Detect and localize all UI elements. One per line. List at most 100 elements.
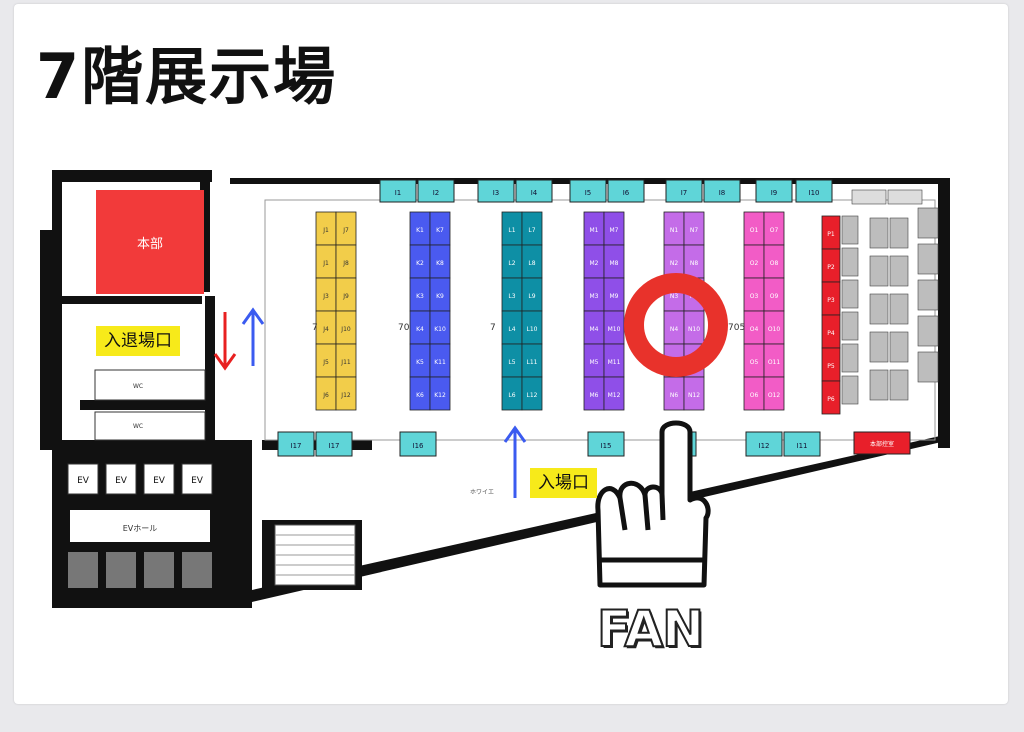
booth bbox=[763, 376, 785, 411]
booth-label: I5 bbox=[585, 189, 592, 197]
booth bbox=[665, 179, 703, 203]
bottom-booth-row: I17I17I16I15I13I12I11 bbox=[277, 431, 821, 457]
booth-label: M3 bbox=[590, 293, 599, 300]
booth-label: M1 bbox=[590, 227, 599, 234]
booth-label: K4 bbox=[416, 326, 424, 333]
booth-label: J9 bbox=[342, 293, 349, 300]
fan-label: FAN bbox=[596, 599, 705, 659]
up-arrow-icon bbox=[503, 425, 527, 498]
control-room-label: 本部控室 bbox=[870, 440, 894, 448]
booth-label: M12 bbox=[608, 392, 621, 399]
ev-hall-label: EVホール bbox=[123, 524, 158, 533]
booth-label: I2 bbox=[433, 189, 440, 197]
booth-label: M6 bbox=[590, 392, 599, 399]
booth-label: I16 bbox=[413, 442, 425, 450]
booth-label: O7 bbox=[770, 227, 779, 234]
booth-label: L1 bbox=[508, 227, 515, 234]
stairs bbox=[274, 524, 356, 586]
booth-label: J1 bbox=[322, 260, 329, 267]
booth-label: K6 bbox=[416, 392, 424, 399]
booth-label: J6 bbox=[322, 392, 329, 399]
booth bbox=[399, 431, 437, 457]
booth-label: N3 bbox=[670, 293, 678, 300]
booth-label: P6 bbox=[827, 396, 835, 403]
pointing-hand-icon bbox=[595, 420, 711, 588]
booth-label: J12 bbox=[340, 392, 351, 399]
booth-label: P3 bbox=[827, 297, 835, 304]
booth-label: M10 bbox=[608, 326, 621, 333]
booth bbox=[603, 376, 625, 411]
booth bbox=[429, 376, 451, 411]
wc-label: WC bbox=[133, 423, 143, 430]
booth-label: N8 bbox=[690, 260, 698, 267]
booth bbox=[277, 431, 315, 457]
booth bbox=[569, 179, 607, 203]
booth-label: O6 bbox=[750, 392, 759, 399]
booth-label: L3 bbox=[508, 293, 515, 300]
booth-label: L9 bbox=[528, 293, 535, 300]
circle-marker-icon bbox=[624, 273, 728, 377]
booth bbox=[821, 380, 841, 415]
booth bbox=[379, 179, 417, 203]
booth-label: N7 bbox=[690, 227, 698, 234]
booth-label: I6 bbox=[623, 189, 630, 197]
booth-label: N4 bbox=[670, 326, 678, 333]
booth-label: I17 bbox=[329, 442, 340, 450]
booth-label: O9 bbox=[770, 293, 779, 300]
entrance-label: 入場口 bbox=[530, 468, 597, 498]
entrance-exit-label: 入退場口 bbox=[96, 326, 180, 356]
booth-label: I12 bbox=[759, 442, 770, 450]
booth-label: L10 bbox=[527, 326, 538, 333]
hallway-label: ホワイエ bbox=[470, 489, 494, 496]
booth-label: I7 bbox=[681, 189, 688, 197]
booth-label: K5 bbox=[416, 359, 424, 366]
booth-label: O5 bbox=[750, 359, 759, 366]
booth-label: O8 bbox=[770, 260, 779, 267]
booth bbox=[783, 431, 821, 457]
booth-label: K1 bbox=[416, 227, 424, 234]
booth bbox=[703, 179, 741, 203]
booth-label: I15 bbox=[601, 442, 612, 450]
booth-label: P2 bbox=[827, 264, 835, 271]
booth-label: N12 bbox=[688, 392, 700, 399]
booth-label: O1 bbox=[750, 227, 759, 234]
booth-label: L8 bbox=[528, 260, 535, 267]
booth-label: J4 bbox=[322, 326, 329, 333]
booth-label: I1 bbox=[395, 189, 402, 197]
elevator-hall: EVホール EV EV EV EV bbox=[67, 463, 213, 588]
booth-label: L12 bbox=[527, 392, 538, 399]
booth bbox=[587, 431, 625, 457]
booth-label: K12 bbox=[434, 392, 446, 399]
booth-label: J7 bbox=[342, 227, 349, 234]
booth-label: M9 bbox=[610, 293, 619, 300]
booth bbox=[515, 179, 553, 203]
booth-label: J5 bbox=[322, 359, 329, 366]
booth-label: M7 bbox=[610, 227, 619, 234]
booth bbox=[745, 431, 783, 457]
booth bbox=[683, 376, 705, 411]
booth-label: K9 bbox=[436, 293, 444, 300]
booth-label: K2 bbox=[416, 260, 424, 267]
booth-label: L5 bbox=[508, 359, 515, 366]
booth-label: L7 bbox=[528, 227, 535, 234]
booth-label: J10 bbox=[340, 326, 351, 333]
booth-label: I9 bbox=[771, 189, 778, 197]
booth-label: I10 bbox=[809, 189, 820, 197]
booth-label: O4 bbox=[750, 326, 759, 333]
booth bbox=[477, 179, 515, 203]
control-room bbox=[853, 431, 911, 455]
booth-label: M11 bbox=[608, 359, 621, 366]
booth-label: L4 bbox=[508, 326, 515, 333]
restrooms: WC WC bbox=[94, 369, 206, 441]
booth-label: L6 bbox=[508, 392, 515, 399]
elevator-label: EV bbox=[191, 476, 204, 486]
booth-label: J8 bbox=[342, 260, 349, 267]
elevator-label: EV bbox=[77, 476, 90, 486]
booth-label: L11 bbox=[527, 359, 538, 366]
booth-label: J11 bbox=[340, 359, 351, 366]
booth bbox=[795, 179, 833, 203]
room-number: 705 bbox=[728, 323, 745, 333]
booth-label: N6 bbox=[670, 392, 678, 399]
